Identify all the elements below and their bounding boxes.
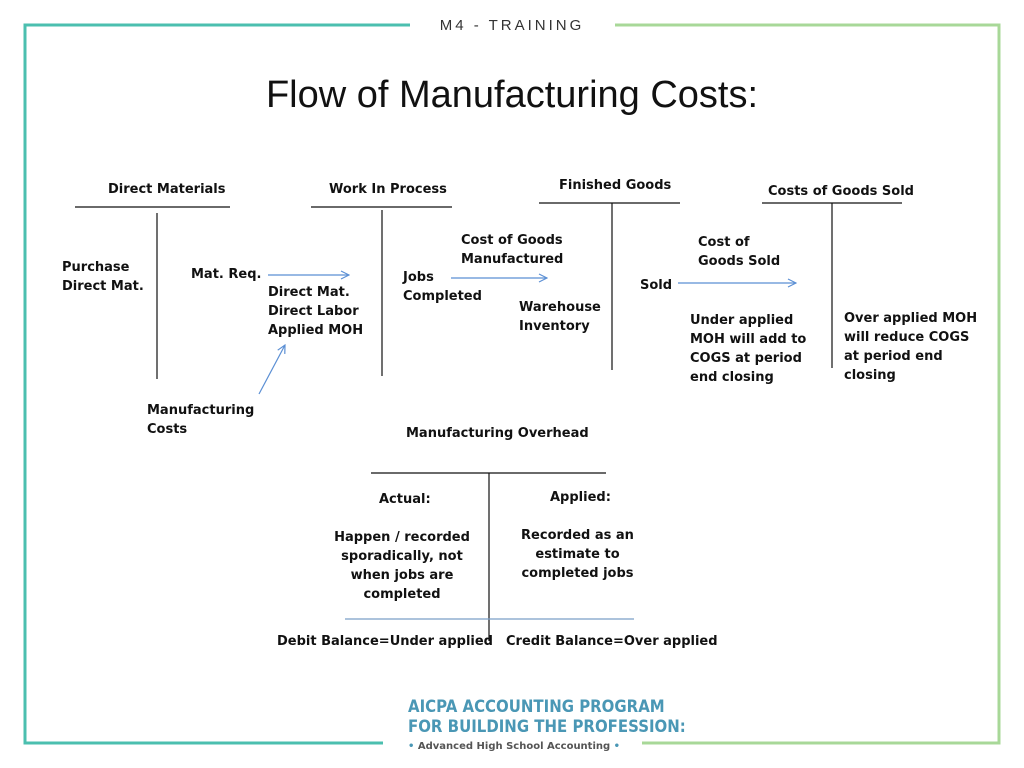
debit-line: Purchase	[62, 260, 130, 275]
moh-actual-text: Happen / recorded sporadically, not when…	[332, 528, 472, 604]
flow-line: Goods Sold	[698, 254, 781, 269]
debit-line: Direct Mat.	[62, 279, 144, 294]
moh-credit-balance: Credit Balance=Over applied	[506, 634, 718, 649]
debit-line: Direct Mat.	[268, 285, 350, 300]
credit-line: Jobs	[403, 270, 434, 285]
credit-line: Completed	[403, 289, 482, 304]
aicpa-logo: AICPA ACCOUNTING PROGRAM FOR BUILDING TH…	[408, 697, 686, 754]
logo-line-3-text: Advanced High School Accounting	[417, 741, 611, 752]
debit-line: end closing	[690, 370, 774, 385]
wip-debit: Direct Mat. Direct Labor Applied MOH	[268, 283, 363, 340]
finished-goods-title: Finished Goods	[559, 178, 672, 193]
wip-credit: Jobs Completed	[403, 268, 482, 306]
logo-line-3: • Advanced High School Accounting •	[408, 740, 621, 754]
moh-actual-heading: Actual:	[379, 492, 431, 507]
moh-applied-heading: Applied:	[550, 490, 611, 505]
bullet-icon: •	[408, 741, 415, 752]
frame-left-border	[23, 23, 410, 745]
debit-line: COGS at period	[690, 351, 802, 366]
moh-debit-balance: Debit Balance=Under applied	[277, 634, 493, 649]
direct-materials-debit: Purchase Direct Mat.	[62, 258, 144, 296]
flow-line: Cost of	[698, 235, 750, 250]
actual-line: when jobs are	[350, 568, 454, 583]
moh-title: Manufacturing Overhead	[406, 426, 589, 441]
frame-right-border	[615, 23, 1001, 745]
moh-applied-text: Recorded as an estimate to completed job…	[515, 526, 640, 583]
wip-title: Work In Process	[329, 182, 447, 197]
cogs-debit: Under applied MOH will add to COGS at pe…	[690, 311, 806, 387]
actual-line: Happen / recorded	[334, 530, 470, 545]
applied-line: completed jobs	[521, 566, 634, 581]
logo-line-1: AICPA ACCOUNTING PROGRAM	[408, 697, 665, 717]
arrow-manufacturing-costs-to-wip	[258, 345, 285, 395]
logo-line-2: FOR BUILDING THE PROFESSION:	[408, 717, 686, 737]
flow-line: Manufacturing	[147, 403, 255, 418]
applied-line: Recorded as an	[521, 528, 634, 543]
debit-line: Direct Labor	[268, 304, 359, 319]
debit-line: Warehouse	[519, 300, 601, 315]
finished-goods-debit: Warehouse Inventory	[519, 298, 601, 336]
header-label: M4 - TRAINING	[412, 17, 612, 34]
flow-line: Costs	[147, 422, 188, 437]
manufacturing-costs-label: Manufacturing Costs	[147, 401, 254, 439]
actual-line: completed	[363, 587, 441, 602]
cogs-credit: Over applied MOH will reduce COGS at per…	[844, 309, 977, 385]
slide-title: Flow of Manufacturing Costs:	[265, 74, 759, 116]
bullet-icon: •	[613, 741, 621, 752]
actual-line: sporadically, not	[341, 549, 463, 564]
direct-materials-credit: Mat. Req.	[191, 267, 262, 282]
debit-line: Inventory	[519, 319, 590, 334]
credit-line: closing	[844, 368, 896, 383]
direct-materials-title: Direct Materials	[108, 182, 226, 197]
debit-line: Applied MOH	[268, 323, 364, 338]
debit-line: MOH will add to	[690, 332, 807, 347]
credit-line: Over applied MOH	[844, 311, 978, 326]
cost-of-goods-manufactured-label: Cost of Goods Manufactured	[461, 231, 563, 269]
applied-line: estimate to	[535, 547, 620, 562]
cost-of-goods-sold-label: Cost of Goods Sold	[698, 233, 780, 271]
debit-line: Under applied	[690, 313, 794, 328]
finished-goods-credit: Sold	[640, 278, 673, 293]
credit-line: at period end	[844, 349, 943, 364]
cogs-title: Costs of Goods Sold	[768, 184, 914, 199]
flow-line: Cost of Goods	[461, 233, 563, 248]
credit-line: will reduce COGS	[844, 330, 970, 345]
flow-line: Manufactured	[461, 252, 564, 267]
